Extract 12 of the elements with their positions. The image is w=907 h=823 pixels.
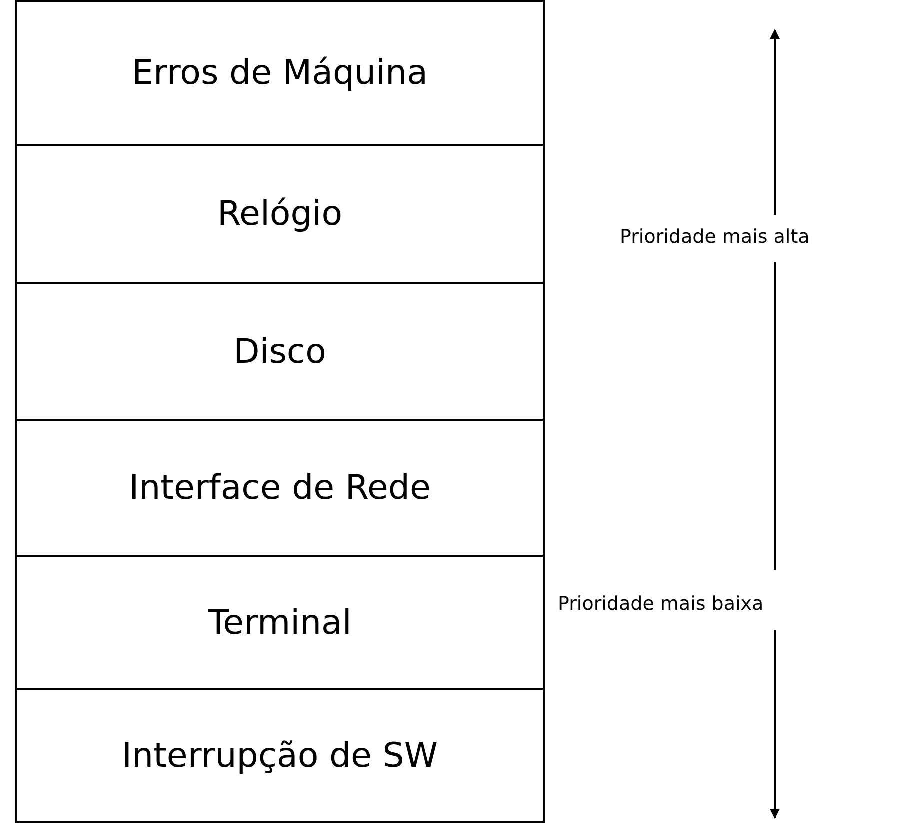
stack-layer-box bbox=[15, 555, 545, 690]
layer-label: Erros de Máquina bbox=[132, 53, 428, 93]
layer-label: Terminal bbox=[208, 602, 352, 642]
stack-layer-box bbox=[15, 144, 545, 284]
stack-layer-box bbox=[15, 688, 545, 823]
layer-label: Disco bbox=[234, 332, 326, 372]
stack-layer-box bbox=[15, 419, 545, 557]
stack-layer-box bbox=[15, 0, 545, 146]
layer-label: Relógio bbox=[217, 194, 343, 234]
layer-label: Interrupção de SW bbox=[122, 736, 438, 776]
stack-layer-box bbox=[15, 282, 545, 421]
layer-label: Interface de Rede bbox=[129, 468, 431, 508]
